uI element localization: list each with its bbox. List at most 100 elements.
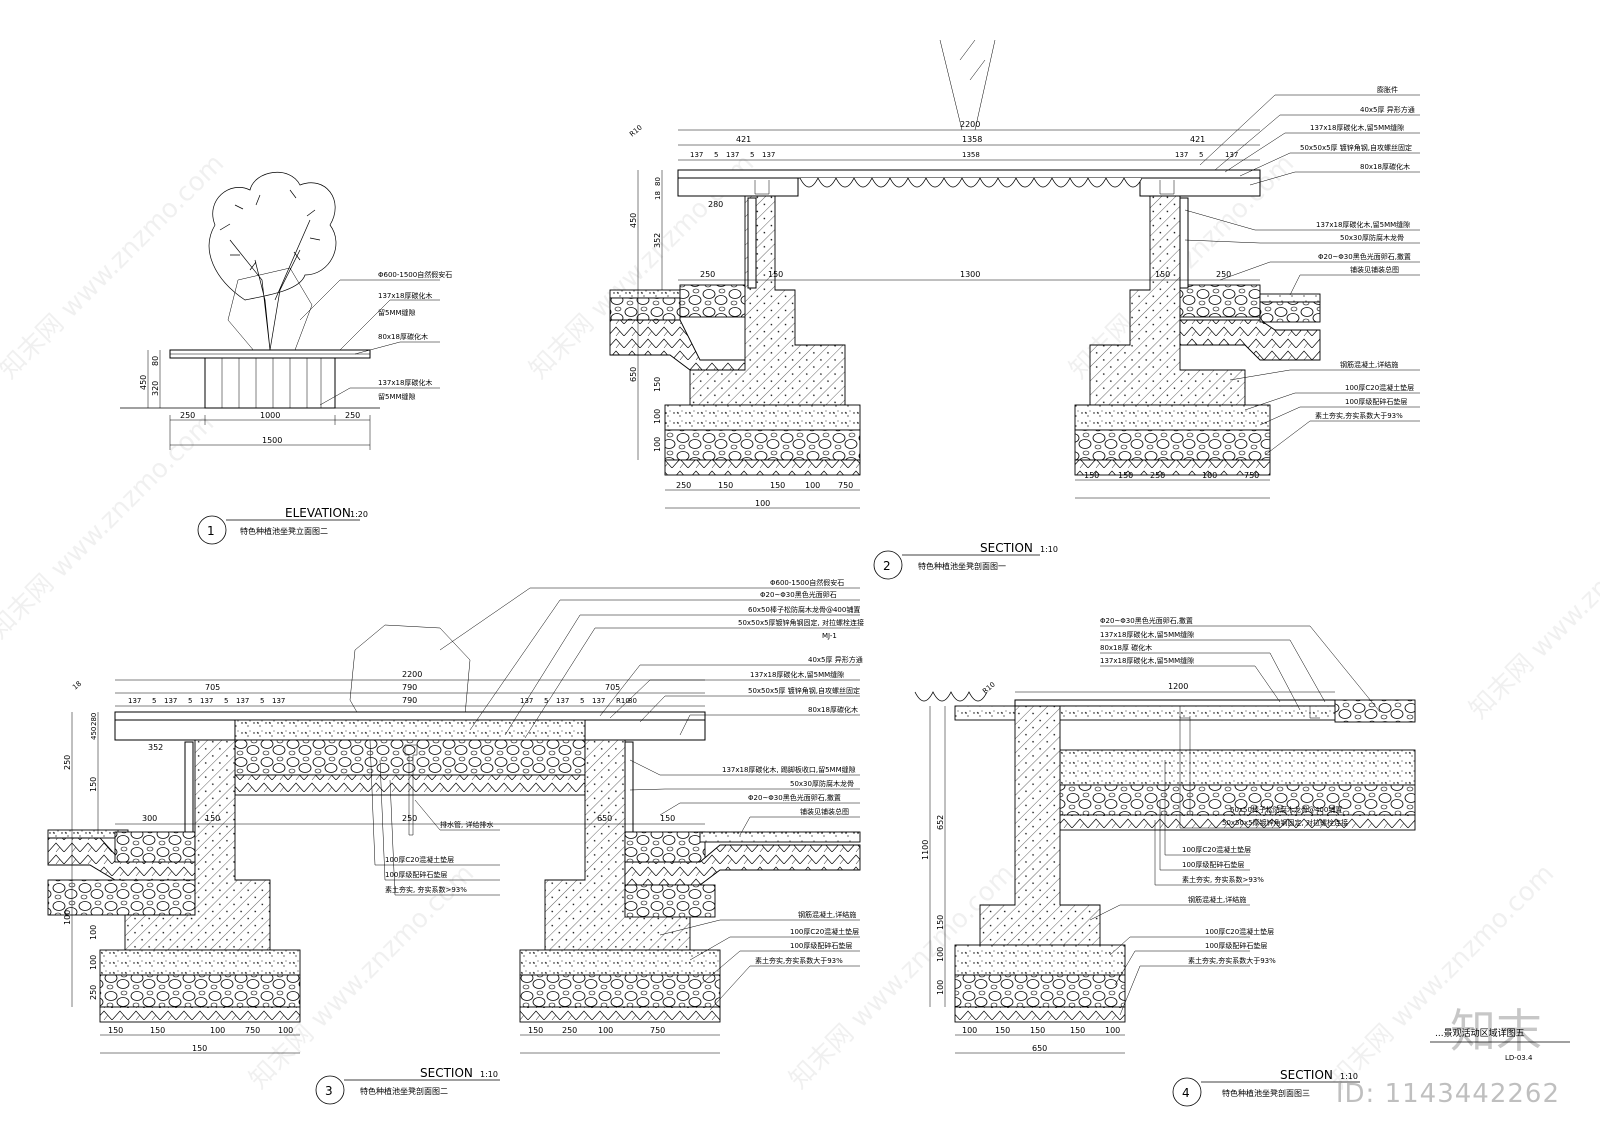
dim-label: 250 bbox=[180, 411, 195, 420]
dim-label: 280 bbox=[90, 713, 98, 726]
note: 100厚级配碎石垫层 bbox=[1205, 941, 1267, 950]
sheet-title: ...景观活动区域详图五 bbox=[1435, 1027, 1525, 1039]
dim-label: 750 bbox=[650, 1026, 665, 1035]
dim-label: 137 bbox=[236, 697, 249, 705]
note: 素土夯实, 夯实系数>93% bbox=[385, 885, 467, 894]
dim-label: 137 bbox=[164, 697, 177, 705]
dim-label: 450 bbox=[90, 727, 98, 740]
note: 50x50x5厚镀锌角钢固定, 对拉螺栓连接 bbox=[738, 618, 864, 627]
dim-label: 150 bbox=[1118, 471, 1133, 480]
note: 40x5厚 异形方通 bbox=[1360, 105, 1415, 114]
view-number: 1 bbox=[207, 524, 215, 538]
note: 素土夯实,夯实系数大于93% bbox=[755, 956, 843, 965]
dim-label: 650 bbox=[1032, 1044, 1047, 1053]
view-4-section: 1200 R10 1100 652 150 100 100 100 150 15… bbox=[914, 616, 1416, 1107]
dim-label: 137 bbox=[556, 697, 569, 705]
note: 137x18厚碳化木,留5MM缝隙 bbox=[750, 670, 844, 679]
dim-label: 150 bbox=[718, 481, 733, 490]
notes-view-3: Φ600-1500自然假安石 Φ20~Φ30黑色光面卵石 60x50棒子松防腐木… bbox=[369, 578, 864, 1011]
dim-label: 150 bbox=[770, 481, 785, 490]
dim-label: 250 bbox=[1216, 270, 1231, 279]
dim-label: 150 bbox=[205, 814, 220, 823]
dim-label: 100 bbox=[63, 910, 72, 925]
note: 137x18厚碳化木,留5MM缝隙 bbox=[1310, 123, 1404, 132]
note: 137x18厚碳化木,留5MM缝隙 bbox=[1100, 656, 1194, 665]
view-title: ELEVATION bbox=[285, 506, 351, 520]
dim-label: 150 bbox=[936, 915, 945, 930]
dim-label: 300 bbox=[142, 814, 157, 823]
dim-label: 250 bbox=[562, 1026, 577, 1035]
note: 100厚级配碎石垫层 bbox=[790, 941, 852, 950]
dim-label: 150 bbox=[995, 1026, 1010, 1035]
watermark: 知末网 www.znzmo.com bbox=[1464, 489, 1600, 725]
note: 膨胀件 bbox=[1377, 85, 1398, 94]
note: 100厚C20混凝土垫层 bbox=[790, 927, 859, 936]
dim-label: 100 bbox=[89, 925, 98, 940]
dim-label: 250 bbox=[345, 411, 360, 420]
tree-illustration bbox=[208, 171, 337, 353]
dim-label: 100 bbox=[936, 980, 945, 995]
dim-label: 1358 bbox=[962, 151, 980, 159]
note: 80x18厚 碳化木 bbox=[1100, 643, 1152, 652]
view-3-section: 2200 705 790 705 137 5 137 5 137 5 137 5… bbox=[47, 578, 864, 1105]
sheet-number: LD-03.4 bbox=[1505, 1054, 1533, 1062]
drawing-id-label: ID: 1143442262 bbox=[1335, 1079, 1560, 1109]
note: 铺装见铺装总图 bbox=[800, 807, 849, 816]
note: 50x50x5厚 镀锌角钢,自攻螺丝固定 bbox=[1300, 143, 1412, 152]
dim-label: 150 bbox=[653, 377, 662, 392]
dim-label: 1100 bbox=[921, 840, 930, 860]
note: 100厚C20混凝土垫层 bbox=[1182, 845, 1251, 854]
dim-label: 250 bbox=[1150, 471, 1165, 480]
watermark: 知末网 www.znzmo.com bbox=[0, 409, 220, 645]
dim-label: 150 bbox=[528, 1026, 543, 1035]
dim-label: 150 bbox=[192, 1044, 207, 1053]
note: 钢筋混凝土,详结施 bbox=[798, 910, 856, 919]
note: 100厚级配碎石垫层 bbox=[385, 870, 447, 879]
dim-label: 5 bbox=[152, 697, 156, 705]
dim-label: 80 bbox=[628, 697, 637, 705]
note: Φ600-1500自然假安石 bbox=[378, 270, 452, 279]
dim-label: 421 bbox=[736, 135, 751, 144]
dim-label: 280 bbox=[708, 200, 723, 209]
note: Φ20~Φ30黑色光面卵石,撒置 bbox=[1100, 616, 1193, 625]
dim-label: 150 bbox=[1084, 471, 1099, 480]
note: 137x18厚碳化木, 踢脚板收口,留5MM缝隙 bbox=[722, 765, 856, 774]
note: MJ-1 bbox=[822, 632, 837, 640]
dim-label: 421 bbox=[1190, 135, 1205, 144]
note: 80x18厚碳化木 bbox=[378, 332, 428, 341]
dim-label: 1000 bbox=[260, 411, 280, 420]
note: 50x50x5厚镀锌角钢固定, 对拉螺栓连接 bbox=[1222, 818, 1348, 827]
view-caption: 特色种植池坐凳剖面图二 bbox=[360, 1086, 448, 1096]
view-title: SECTION bbox=[1280, 1068, 1333, 1082]
dim-label: R10 bbox=[981, 681, 997, 696]
note: Φ600-1500自然假安石 bbox=[770, 578, 844, 587]
dim-label: 2200 bbox=[960, 120, 980, 129]
dim-label: 137 bbox=[1175, 151, 1188, 159]
dim-label: 790 bbox=[402, 683, 417, 692]
dim-label: 450 bbox=[139, 375, 148, 390]
note: 137x18厚碳化木,留5MM缝隙 bbox=[1316, 220, 1410, 229]
dim-label: 137 bbox=[592, 697, 605, 705]
note: 钢筋混凝土,详结施 bbox=[1188, 895, 1246, 904]
dim-label: 705 bbox=[205, 683, 220, 692]
dim-label: 137 bbox=[726, 151, 739, 159]
dim-label: 137 bbox=[520, 697, 533, 705]
note: 50x30厚防腐木龙骨 bbox=[1340, 233, 1404, 242]
view-number: 3 bbox=[325, 1084, 333, 1098]
dim-label: 5 bbox=[188, 697, 192, 705]
dim-label: 5 bbox=[580, 697, 584, 705]
note: 素土夯实, 夯实系数>93% bbox=[1182, 875, 1264, 884]
dim-label: 100 bbox=[1202, 471, 1217, 480]
note: 留5MM缝隙 bbox=[378, 308, 416, 317]
dim-label: 137 bbox=[272, 697, 285, 705]
dim-label: 1500 bbox=[262, 436, 282, 445]
dim-label: 80 bbox=[654, 177, 662, 186]
dim-label: 150 bbox=[89, 777, 98, 792]
note: 80x18厚碳化木 bbox=[808, 705, 858, 714]
note: 80x18厚碳化木 bbox=[1360, 162, 1410, 171]
note: 100厚C20混凝土垫层 bbox=[1205, 927, 1274, 936]
dim-label: 2200 bbox=[402, 670, 422, 679]
dim-label: 137 bbox=[690, 151, 703, 159]
dim-label: 100 bbox=[653, 409, 662, 424]
